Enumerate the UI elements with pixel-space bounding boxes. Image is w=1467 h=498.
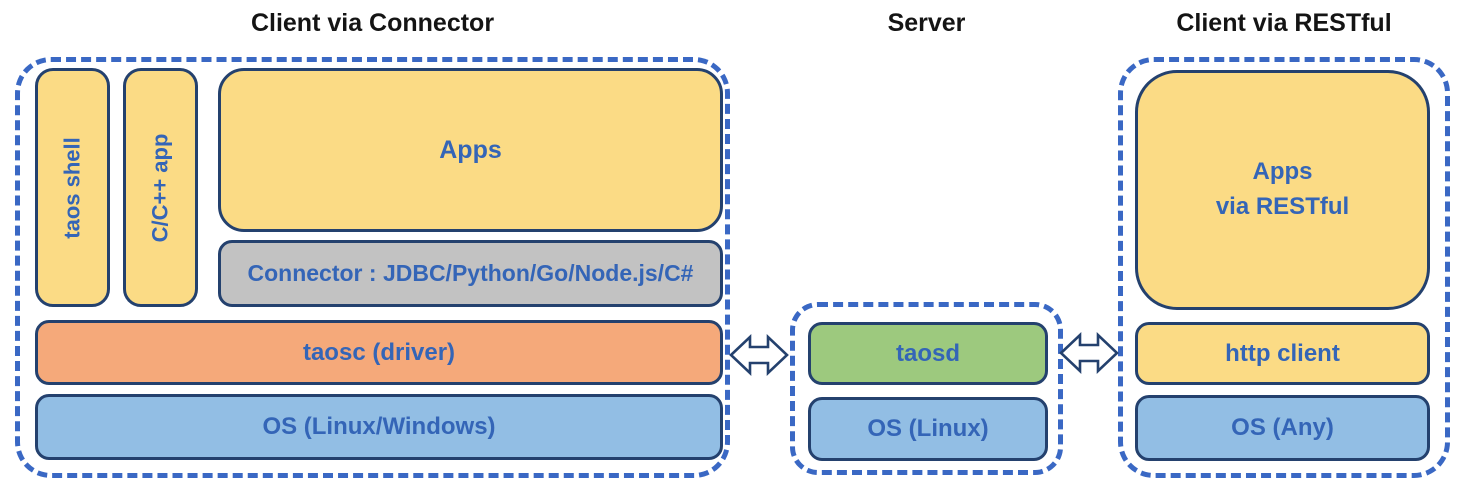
http-client-label: http client [1225,339,1340,367]
http-client-box: http client [1135,322,1430,385]
connector-box: Connector : JDBC/Python/Go/Node.js/C# [218,240,723,307]
section-title-client-restful: Client via RESTful [1176,9,1392,37]
apps-via-restful-box: Apps via RESTful [1135,70,1430,310]
server-group-border [790,302,1063,475]
taosc-driver-box: taosc (driver) [35,320,723,385]
bidirectional-arrow-icon [729,333,789,377]
taosd-box: taosd [808,322,1048,385]
section-title-client-connector: Client via Connector [250,9,495,37]
apps-label: Apps [439,135,502,164]
bidirectional-arrow-icon [1059,331,1119,375]
os-any-label: OS (Any) [1231,414,1334,441]
cpp-app-label: C/C++ app [147,133,173,242]
os-linux-label: OS (Linux) [867,415,989,442]
apps-via-restful-label: Apps via RESTful [1215,158,1350,220]
section-title-server: Server [887,9,966,37]
cpp-app-box: C/C++ app [123,68,198,307]
connector-label: Connector : JDBC/Python/Go/Node.js/C# [247,260,694,286]
os-linux-windows-box: OS (Linux/Windows) [35,394,723,460]
taosc-driver-label: taosc (driver) [302,338,456,366]
client-connector-group-border [15,57,730,478]
taos-shell-box: taos shell [35,68,110,307]
taos-shell-label: taos shell [59,136,85,239]
os-linux-windows-label: OS (Linux/Windows) [262,413,496,440]
client-restful-group-border [1118,57,1450,478]
os-linux-box: OS (Linux) [808,397,1048,461]
taosd-label: taosd [895,339,960,367]
apps-box: Apps [218,68,723,232]
os-any-box: OS (Any) [1135,395,1430,461]
